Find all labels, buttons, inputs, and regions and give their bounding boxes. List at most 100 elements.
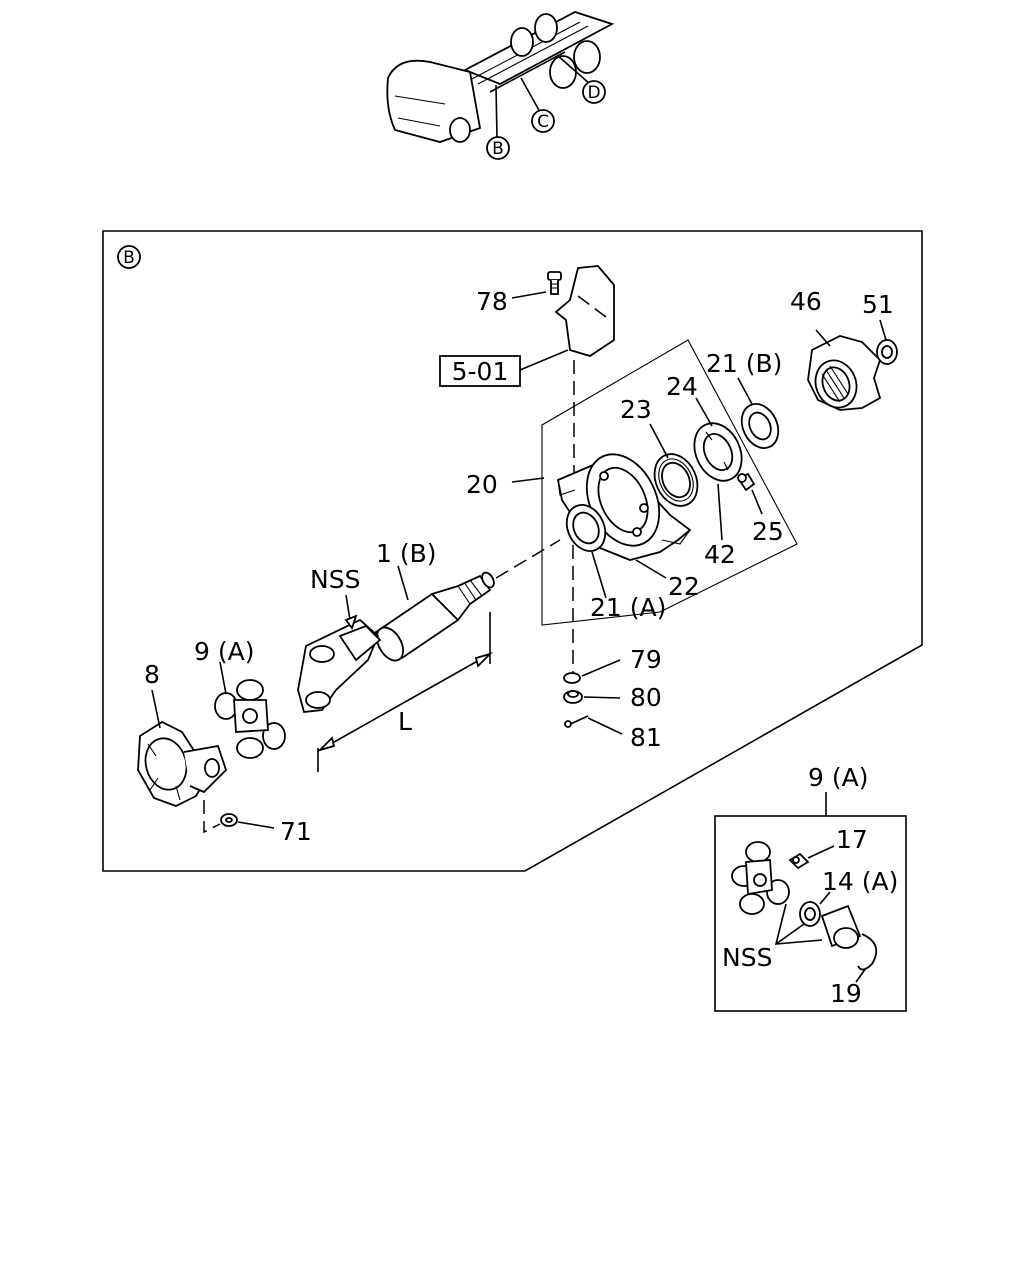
leader-80	[583, 696, 621, 699]
label-14a: 14 (A)	[822, 867, 898, 896]
rear-wheel	[573, 40, 601, 74]
label-25: 25	[752, 517, 784, 546]
leader-24	[695, 397, 713, 427]
leader-8	[151, 689, 161, 729]
dim-l-arrow-left	[316, 736, 336, 752]
leader-14a	[819, 891, 831, 905]
snap-ring-19	[857, 933, 878, 971]
detail-9a-title: 9 (A)	[808, 763, 868, 792]
leader-81	[587, 717, 623, 735]
callout-b-label: B	[492, 139, 504, 159]
leader-23	[649, 423, 669, 459]
companion-flange-46	[807, 335, 882, 411]
washer-71-path	[203, 800, 221, 834]
label-22: 22	[668, 572, 700, 601]
front-wheel	[449, 117, 471, 143]
dim-l-arrow-right	[474, 652, 494, 668]
leader-42	[717, 483, 723, 541]
center-bearing-group-box	[541, 339, 798, 626]
leader-9a	[219, 661, 227, 695]
dim-l-line	[319, 653, 491, 751]
panel-b-border	[102, 230, 923, 872]
rear-wheel	[534, 13, 558, 43]
propeller-shaft-line	[489, 51, 566, 93]
truck-chassis-overview: B C D	[386, 11, 615, 160]
label-21b: 21 (B)	[706, 349, 782, 378]
washer-71	[220, 813, 238, 827]
label-17: 17	[836, 825, 868, 854]
label-23: 23	[620, 395, 652, 424]
washer-79	[563, 672, 581, 684]
leader-nss-detail	[774, 903, 823, 945]
detail-9a-box	[714, 815, 907, 1012]
callout-d-circle	[582, 80, 606, 104]
label-79: 79	[630, 645, 662, 674]
leader-17	[807, 845, 835, 859]
label-81: 81	[630, 723, 662, 752]
label-8: 8	[144, 660, 160, 689]
label-nss-detail: NSS	[722, 943, 772, 972]
ref-box-5-01	[439, 355, 521, 387]
frame-bracket-5-01	[554, 265, 615, 357]
leader-71	[237, 821, 275, 829]
seal-21b	[740, 403, 780, 449]
leader-19	[855, 967, 867, 983]
callout-leader-b	[495, 84, 498, 139]
leader-20	[511, 477, 545, 483]
leader-1b	[397, 565, 409, 601]
shaft-centerline	[495, 539, 561, 579]
cab-detail	[394, 95, 446, 127]
label-21a: 21 (A)	[590, 593, 666, 622]
seal-21a	[565, 504, 607, 552]
callout-b-circle	[486, 136, 510, 160]
callout-leader-c	[520, 77, 541, 113]
label-20: 20	[466, 470, 498, 499]
universal-joint-9a	[214, 679, 286, 759]
nut-51	[876, 339, 898, 365]
leader-22	[635, 559, 667, 579]
rear-wheel	[510, 27, 534, 57]
label-l: L	[398, 707, 412, 736]
leader-5-01	[519, 349, 569, 371]
label-46: 46	[790, 287, 822, 316]
leader-21b	[737, 377, 753, 405]
bolt-78	[547, 271, 562, 295]
label-42: 42	[704, 540, 736, 569]
callout-c-circle	[531, 109, 555, 133]
leader-79	[581, 659, 621, 677]
label-51: 51	[862, 290, 894, 319]
leader-46	[815, 329, 831, 347]
label-nss: NSS	[310, 565, 360, 594]
propeller-shaft-1b	[297, 571, 495, 713]
label-19: 19	[830, 979, 862, 1008]
leader-nss	[345, 594, 351, 621]
label-78: 78	[476, 287, 508, 316]
label-71: 71	[280, 817, 312, 846]
grease-fitting-17	[788, 852, 810, 870]
nss-clip	[344, 614, 358, 630]
leader-25	[751, 489, 763, 515]
label-24: 24	[666, 372, 698, 401]
callout-c-label: C	[537, 112, 549, 132]
seal-14a	[799, 901, 821, 927]
cotter-pin-81	[564, 715, 589, 728]
label-1b: 1 (B)	[376, 539, 437, 568]
leader-21a	[591, 551, 607, 599]
label-5-01: 5-01	[452, 357, 509, 386]
leader-51	[879, 319, 887, 341]
leader-78	[511, 291, 547, 299]
panel-b-tag: B	[123, 248, 135, 268]
grease-nipple-25	[736, 472, 756, 492]
flange-yoke-8	[137, 720, 228, 807]
label-80: 80	[630, 683, 662, 712]
label-9a: 9 (A)	[194, 637, 254, 666]
callout-d-label: D	[587, 83, 600, 103]
cushion-24	[693, 422, 743, 482]
bearing-23	[653, 453, 699, 507]
bracket-hidden-line	[577, 295, 611, 321]
bearing-cup	[820, 904, 862, 949]
panel-b-tag-circle	[117, 245, 141, 269]
detail-universal-joint	[731, 841, 790, 915]
callout-leader-d	[556, 54, 591, 85]
